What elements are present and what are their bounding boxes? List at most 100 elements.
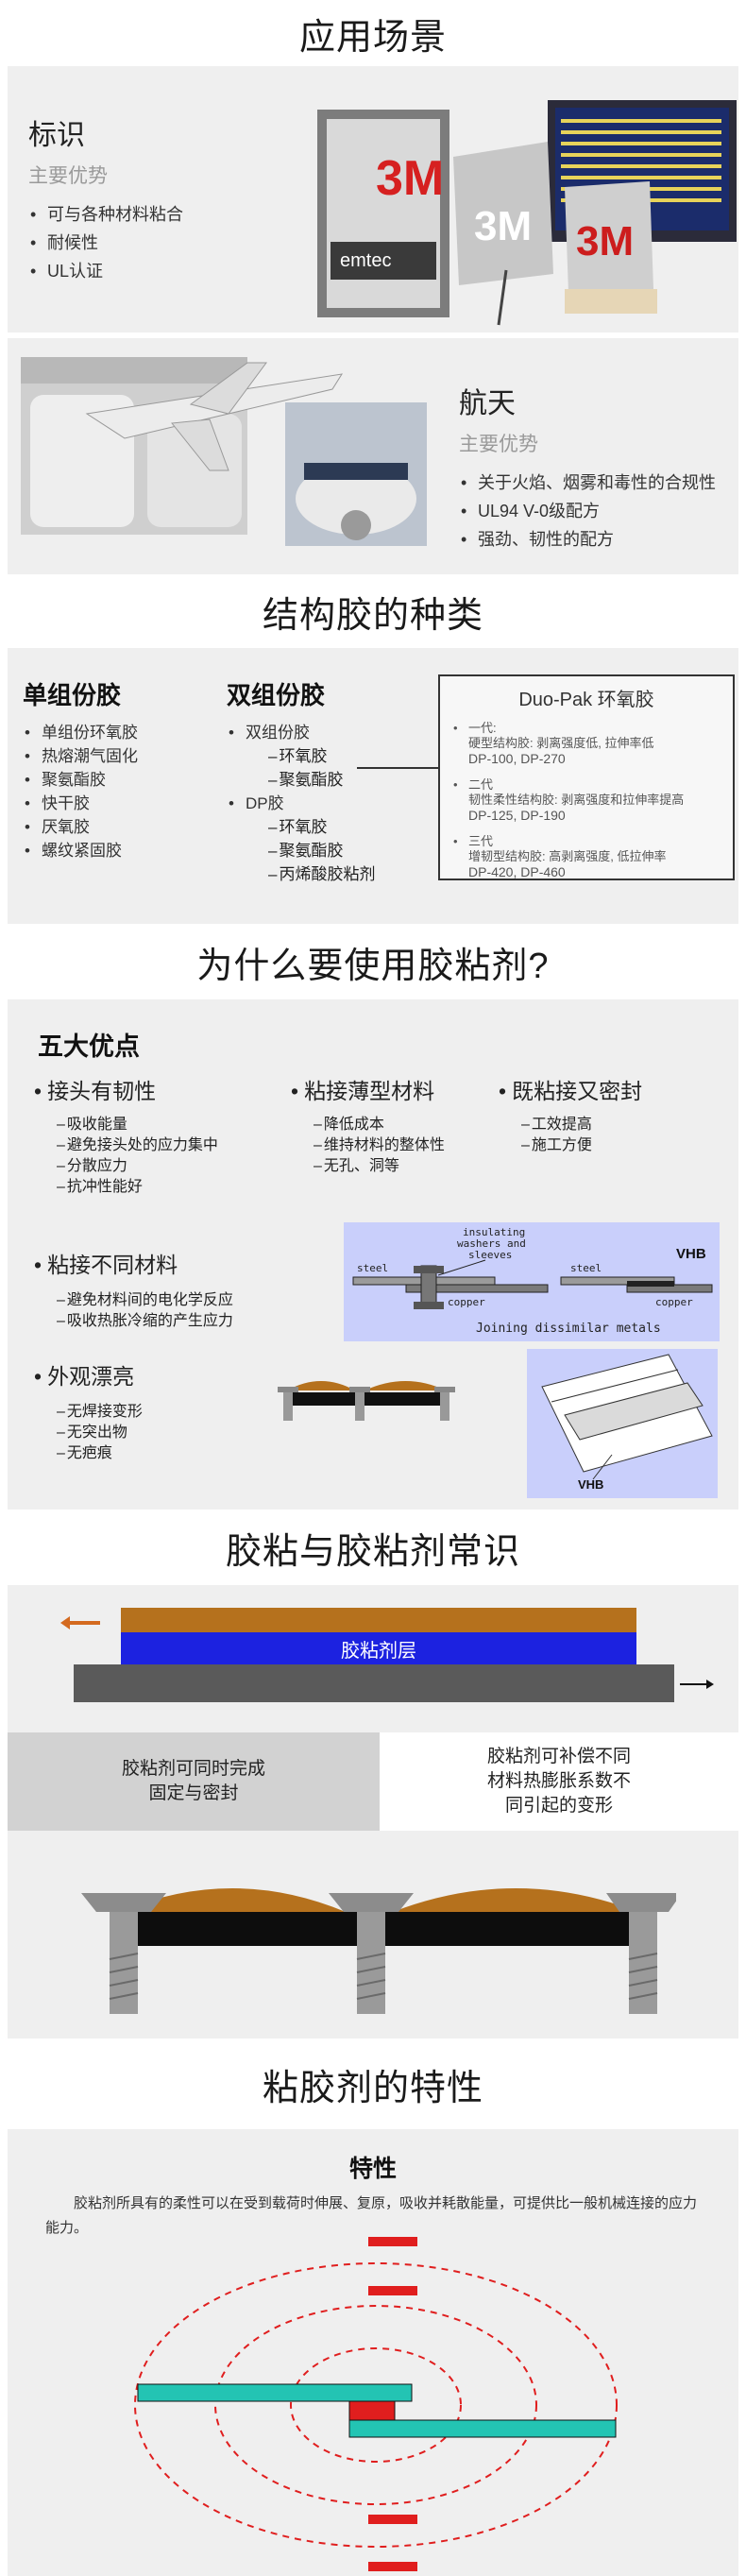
dp-list: DP胶 xyxy=(227,792,375,815)
two-component-heading: 双组份胶 xyxy=(227,681,326,709)
flex-joint-diagram xyxy=(134,2237,618,2571)
single-component-block: 单组份胶 单组份环氧胶 热熔潮气固化 聚氨酯胶 快干胶 厌氧胶 螺纹紧固胶 xyxy=(23,676,138,862)
properties-panel: 特性 胶粘剂所具有的柔性可以在受到载荷时伸展、复原，吸收并耗散能量，可提供比一般… xyxy=(8,2129,738,2576)
panel-joint-sketch: VHB xyxy=(527,1349,718,1498)
duo-gen-desc: 硬型结构胶: 剥离强度低, 拉伸率低 xyxy=(468,736,654,750)
expansion-line-2: 材料热膨胀系数不 xyxy=(486,1771,631,1791)
advantage-5: 外观漂亮 无焊接变形 无突出物 无疤痕 xyxy=(34,1358,143,1464)
advantage-3: 既粘接又密封 工效提高 施工方便 xyxy=(499,1073,642,1156)
signage-photo: emtec 3M 3M 3M xyxy=(317,100,737,326)
advantage-list: 降低成本 维持材料的整体性 无孔、洞等 xyxy=(314,1115,445,1177)
layer-panel: 胶粘剂层 xyxy=(8,1585,738,1732)
list-item: 单组份环氧胶 xyxy=(23,721,138,744)
list-item: 维持材料的整体性 xyxy=(314,1135,445,1156)
advantage-title: 粘接不同材料 xyxy=(34,1247,233,1279)
sub-item: 聚氨酯胶 xyxy=(268,839,375,862)
duo-gen-models: DP-125, DP-190 xyxy=(468,808,566,823)
list-item: 施工方便 xyxy=(521,1135,642,1156)
aerospace-text: 航天 主要优势 关于火焰、烟雾和毒性的合规性 UL94 V-0级配方 强劲、韧性… xyxy=(459,380,716,554)
connector-line xyxy=(357,767,438,769)
signage-subtitle: 主要优势 xyxy=(28,165,108,187)
label-sleeves: sleeves xyxy=(468,1249,512,1261)
list-item: 强劲、韧性的配方 xyxy=(459,525,716,554)
duo-gen-1: 一代: 硬型结构胶: 剥离强度低, 拉伸率低 DP-100, DP-270 xyxy=(453,721,720,766)
expansion-card: 胶粘剂可补偿不同 材料热膨胀系数不 同引起的变形 xyxy=(380,1732,738,1831)
single-component-heading: 单组份胶 xyxy=(23,681,122,709)
aerospace-panel: 航天 主要优势 关于火焰、烟雾和毒性的合规性 UL94 V-0级配方 强劲、韧性… xyxy=(8,338,738,574)
list-item: DP胶 xyxy=(227,792,375,815)
label-vhb: VHB xyxy=(676,1246,706,1262)
section-title-properties: 粘胶剂的特性 xyxy=(262,2068,483,2108)
list-item: UL94 V-0级配方 xyxy=(459,497,716,525)
list-item: 聚氨酯胶 xyxy=(23,768,138,792)
list-item: 无孔、洞等 xyxy=(314,1156,445,1177)
duo-pak-box: Duo-Pak 环氧胶 一代: 硬型结构胶: 剥离强度低, 拉伸率低 DP-10… xyxy=(438,674,735,880)
advantage-title: 粘接薄型材料 xyxy=(291,1073,445,1105)
duo-pak-title: Duo-Pak 环氧胶 xyxy=(518,690,654,710)
list-item: 降低成本 xyxy=(314,1115,445,1135)
bottom-substrate xyxy=(74,1664,674,1702)
list-item: 关于火焰、烟雾和毒性的合规性 xyxy=(459,469,716,497)
top-substrate xyxy=(121,1608,636,1632)
expansion-line-3: 同引起的变形 xyxy=(504,1796,613,1816)
list-item: 耐候性 xyxy=(28,229,183,257)
signage-list: 可与各种材料粘合 耐候性 UL认证 xyxy=(28,200,183,285)
screw-joint-panel xyxy=(8,1831,738,2039)
advantage-list: 无焊接变形 无突出物 无疤痕 xyxy=(57,1402,143,1464)
arrow-right-head-icon xyxy=(706,1680,714,1689)
list-item: 可与各种材料粘合 xyxy=(28,200,183,229)
label-copper-right: copper xyxy=(655,1296,693,1308)
label-steel-left: steel xyxy=(357,1262,388,1274)
aerospace-title: 航天 xyxy=(459,388,516,419)
section-title-why: 为什么要使用胶粘剂? xyxy=(196,946,550,986)
bonded-plate-sketch xyxy=(278,1381,455,1421)
single-component-list: 单组份环氧胶 热熔潮气固化 聚氨酯胶 快干胶 厌氧胶 螺纹紧固胶 xyxy=(23,721,138,862)
list-item: 无焊接变形 xyxy=(57,1402,143,1423)
adhesive-layer: 胶粘剂层 xyxy=(121,1632,636,1664)
advantage-list: 吸收能量 避免接头处的应力集中 分散应力 抗冲性能好 xyxy=(57,1115,218,1198)
label-copper-left: copper xyxy=(448,1296,485,1308)
list-item: 吸收能量 xyxy=(57,1115,218,1135)
advantage-1: 接头有韧性 吸收能量 避免接头处的应力集中 分散应力 抗冲性能好 xyxy=(34,1073,218,1198)
duo-gen-label: 三代 xyxy=(468,834,494,848)
arrow-left-head-icon xyxy=(60,1616,70,1629)
types-panel: 单组份胶 单组份环氧胶 热熔潮气固化 聚氨酯胶 快干胶 厌氧胶 螺纹紧固胶 双组… xyxy=(8,648,738,924)
list-item: 吸收热胀冷缩的产生应力 xyxy=(57,1311,233,1332)
list-item: 热熔潮气固化 xyxy=(23,744,138,768)
label-washers: washers and xyxy=(457,1237,526,1250)
two-component-sublist-2: 环氧胶 聚氨酯胶 丙烯酸胶粘剂 xyxy=(268,815,375,886)
list-item: 快干胶 xyxy=(23,792,138,815)
list-item: 工效提高 xyxy=(521,1115,642,1135)
sub-item: 聚氨酯胶 xyxy=(268,768,375,792)
duo-gen-label: 二代 xyxy=(468,777,494,792)
logo-3m-white: 3M xyxy=(474,203,532,249)
section-title-scenes: 应用场景 xyxy=(298,17,447,58)
arrow-right-icon xyxy=(680,1683,708,1685)
dissimilar-metals-diagram: insulating washers and sleeves steel cop… xyxy=(344,1222,720,1341)
screw-joint-diagram xyxy=(81,1888,676,2014)
logo-3m-red: 3M xyxy=(576,218,634,264)
duo-gen-models: DP-100, DP-270 xyxy=(468,751,566,766)
sign-brand-text: emtec xyxy=(340,250,391,271)
list-item: UL认证 xyxy=(28,257,183,285)
duo-gen-label: 一代: xyxy=(468,721,497,735)
list-item: 避免材料间的电化学反应 xyxy=(57,1290,233,1311)
list-item: 无疤痕 xyxy=(57,1443,143,1464)
sealing-card: 胶粘剂可同时完成 固定与密封 xyxy=(8,1732,380,1831)
label-vhb-2: VHB xyxy=(578,1477,603,1492)
sealing-line-2: 固定与密封 xyxy=(148,1783,239,1803)
advantage-4: 粘接不同材料 避免材料间的电化学反应 吸收热胀冷缩的产生应力 xyxy=(34,1247,233,1332)
two-component-list: 双组份胶 xyxy=(227,721,375,744)
signage-title: 标识 xyxy=(28,120,85,151)
sub-item: 环氧胶 xyxy=(268,815,375,839)
advantage-list: 工效提高 施工方便 xyxy=(521,1115,642,1156)
expansion-line-1: 胶粘剂可补偿不同 xyxy=(486,1747,631,1766)
label-insulating: insulating xyxy=(463,1226,525,1238)
aerospace-photo xyxy=(21,357,427,546)
list-item: 无突出物 xyxy=(57,1423,143,1443)
list-item: 双组份胶 xyxy=(227,721,375,744)
duo-gen-3: 三代 增韧型结构胶: 高剥离强度, 低拉伸率 DP-420, DP-460 xyxy=(453,834,720,879)
sub-item: 环氧胶 xyxy=(268,744,375,768)
list-item: 分散应力 xyxy=(57,1156,218,1177)
